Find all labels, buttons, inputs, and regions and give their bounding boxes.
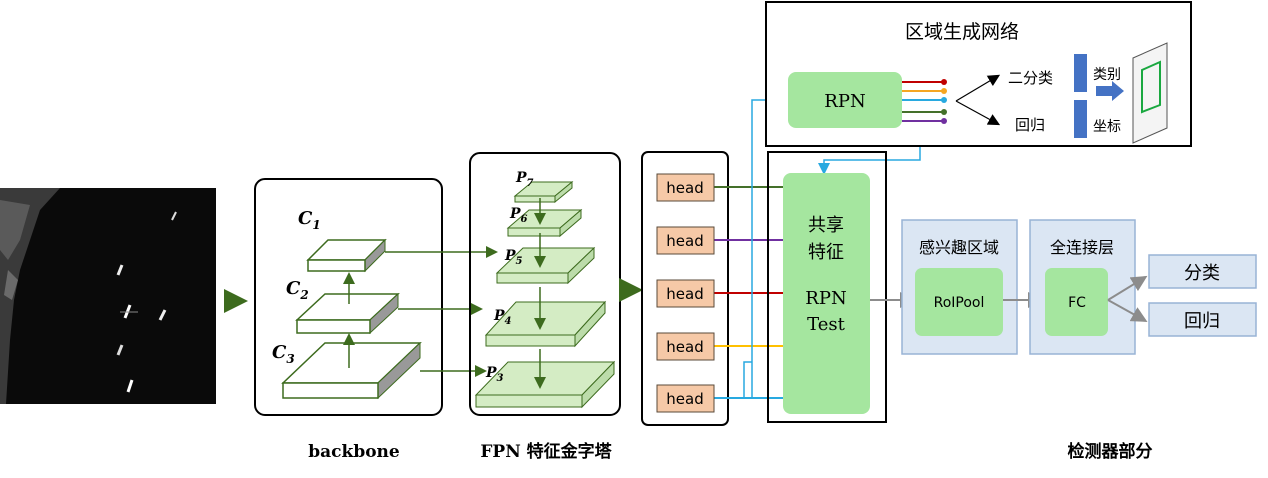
rpn-cls-out: 类别: [1093, 67, 1121, 83]
p3-slab: [474, 360, 616, 409]
fc-block: [1045, 268, 1108, 336]
output-arrow: [1096, 81, 1124, 101]
output-cls-label: 分类: [1184, 263, 1220, 284]
rpn-reg-label: 回归: [1015, 116, 1045, 134]
rpn-block: [788, 72, 902, 128]
shared-line4: Test: [807, 314, 845, 335]
fc-title: 全连接层: [1050, 238, 1114, 257]
output-cls-box: [1148, 254, 1257, 289]
c1-slab: [306, 238, 387, 273]
p3-label: P3: [485, 365, 504, 384]
proposal-box: [1141, 60, 1161, 114]
p5-label: P5: [504, 248, 523, 267]
reg-bar: [1074, 100, 1087, 138]
svg-text:head: head: [666, 390, 703, 408]
proposal-plane: [1132, 42, 1168, 144]
backbone-caption: backbone: [308, 442, 400, 462]
shared-block: [783, 173, 870, 414]
head-2: head: [656, 226, 715, 255]
head-5: head: [656, 384, 715, 413]
head-3: head: [656, 279, 715, 308]
svg-text:head: head: [666, 338, 703, 356]
p4-label: P4: [493, 308, 512, 327]
sar-image: [0, 188, 216, 404]
c3-label: C3: [272, 342, 295, 366]
p7-label: P7: [515, 170, 534, 189]
c2-slab: [295, 292, 400, 335]
heads-box: [641, 151, 729, 426]
backbone-box: [254, 178, 443, 416]
rpn-cls-label: 二分类: [1008, 69, 1053, 87]
c2-label: C2: [286, 278, 309, 302]
shared-box: [767, 151, 887, 423]
detector-caption: 检测器部分: [1068, 441, 1153, 462]
shared-line2: 特征: [808, 242, 844, 263]
head-1: head: [656, 173, 715, 202]
svg-text:head: head: [666, 179, 703, 197]
rpn-panel-title: 区域生成网络: [905, 21, 1019, 43]
svg-text:head: head: [666, 285, 703, 303]
roipool-block: [915, 268, 1003, 336]
rpn-coord-out: 坐标: [1093, 119, 1121, 135]
output-reg-box: [1148, 302, 1257, 337]
output-reg-label: 回归: [1184, 311, 1220, 332]
svg-text:head: head: [666, 232, 703, 250]
c3-slab: [281, 341, 422, 400]
shared-line1: 共享: [808, 215, 844, 236]
fpn-caption: FPN 特征金字塔: [480, 441, 612, 462]
fc-label: FC: [1068, 295, 1086, 311]
cls-bar: [1074, 54, 1087, 92]
rpn-block-label: RPN: [824, 91, 865, 112]
p7-slab: [513, 180, 574, 204]
roipool-label: RoIPool: [934, 295, 985, 311]
head-4: head: [656, 332, 715, 361]
shared-line3: RPN: [805, 288, 846, 309]
p6-label: P6: [509, 206, 528, 225]
c1-label: C1: [298, 208, 321, 232]
roi-title: 感兴趣区域: [919, 238, 999, 257]
